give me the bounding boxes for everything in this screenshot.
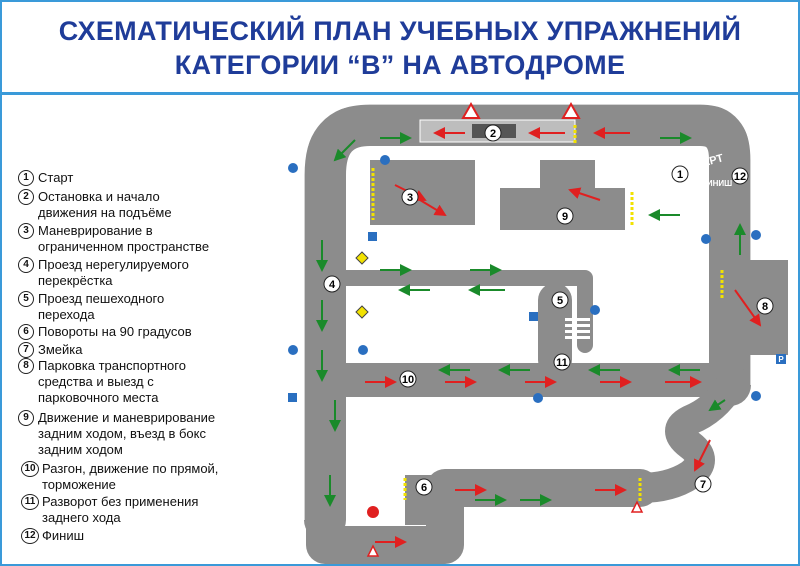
green-arrows	[316, 132, 746, 507]
svg-text:ФИНИШ: ФИНИШ	[700, 179, 732, 188]
svg-text:8: 8	[762, 301, 768, 313]
road-network	[304, 104, 751, 564]
svg-text:4: 4	[329, 279, 336, 291]
svg-text:11: 11	[556, 357, 568, 369]
svg-text:2: 2	[490, 128, 496, 140]
svg-text:3: 3	[407, 192, 413, 204]
pedestrian-crossing	[565, 318, 590, 339]
svg-text:9: 9	[562, 211, 568, 223]
header: СХЕМАТИЧЕСКИЙ ПЛАН УЧЕБНЫХ УПРАЖНЕНИЙ КА…	[2, 2, 798, 95]
svg-text:P: P	[778, 355, 784, 364]
exercise-markers: 1 2 3 4 5 6 7 8 9 10 11 12	[323, 124, 774, 496]
svg-text:10: 10	[402, 374, 414, 386]
title-line-1: СХЕМАТИЧЕСКИЙ ПЛАН УЧЕБНЫХ УПРАЖНЕНИЙ	[58, 16, 742, 46]
svg-text:6: 6	[421, 482, 427, 494]
title-line-2: КАТЕГОРИИ “В” НА АВТОДРОМЕ	[174, 50, 626, 80]
road-signs: P	[288, 101, 786, 557]
red-arrows	[365, 127, 762, 548]
svg-text:1: 1	[677, 169, 683, 181]
svg-text:5: 5	[557, 295, 563, 307]
svg-text:12: 12	[734, 171, 746, 183]
svg-text:7: 7	[700, 479, 706, 491]
exercise-3-box	[370, 160, 475, 225]
